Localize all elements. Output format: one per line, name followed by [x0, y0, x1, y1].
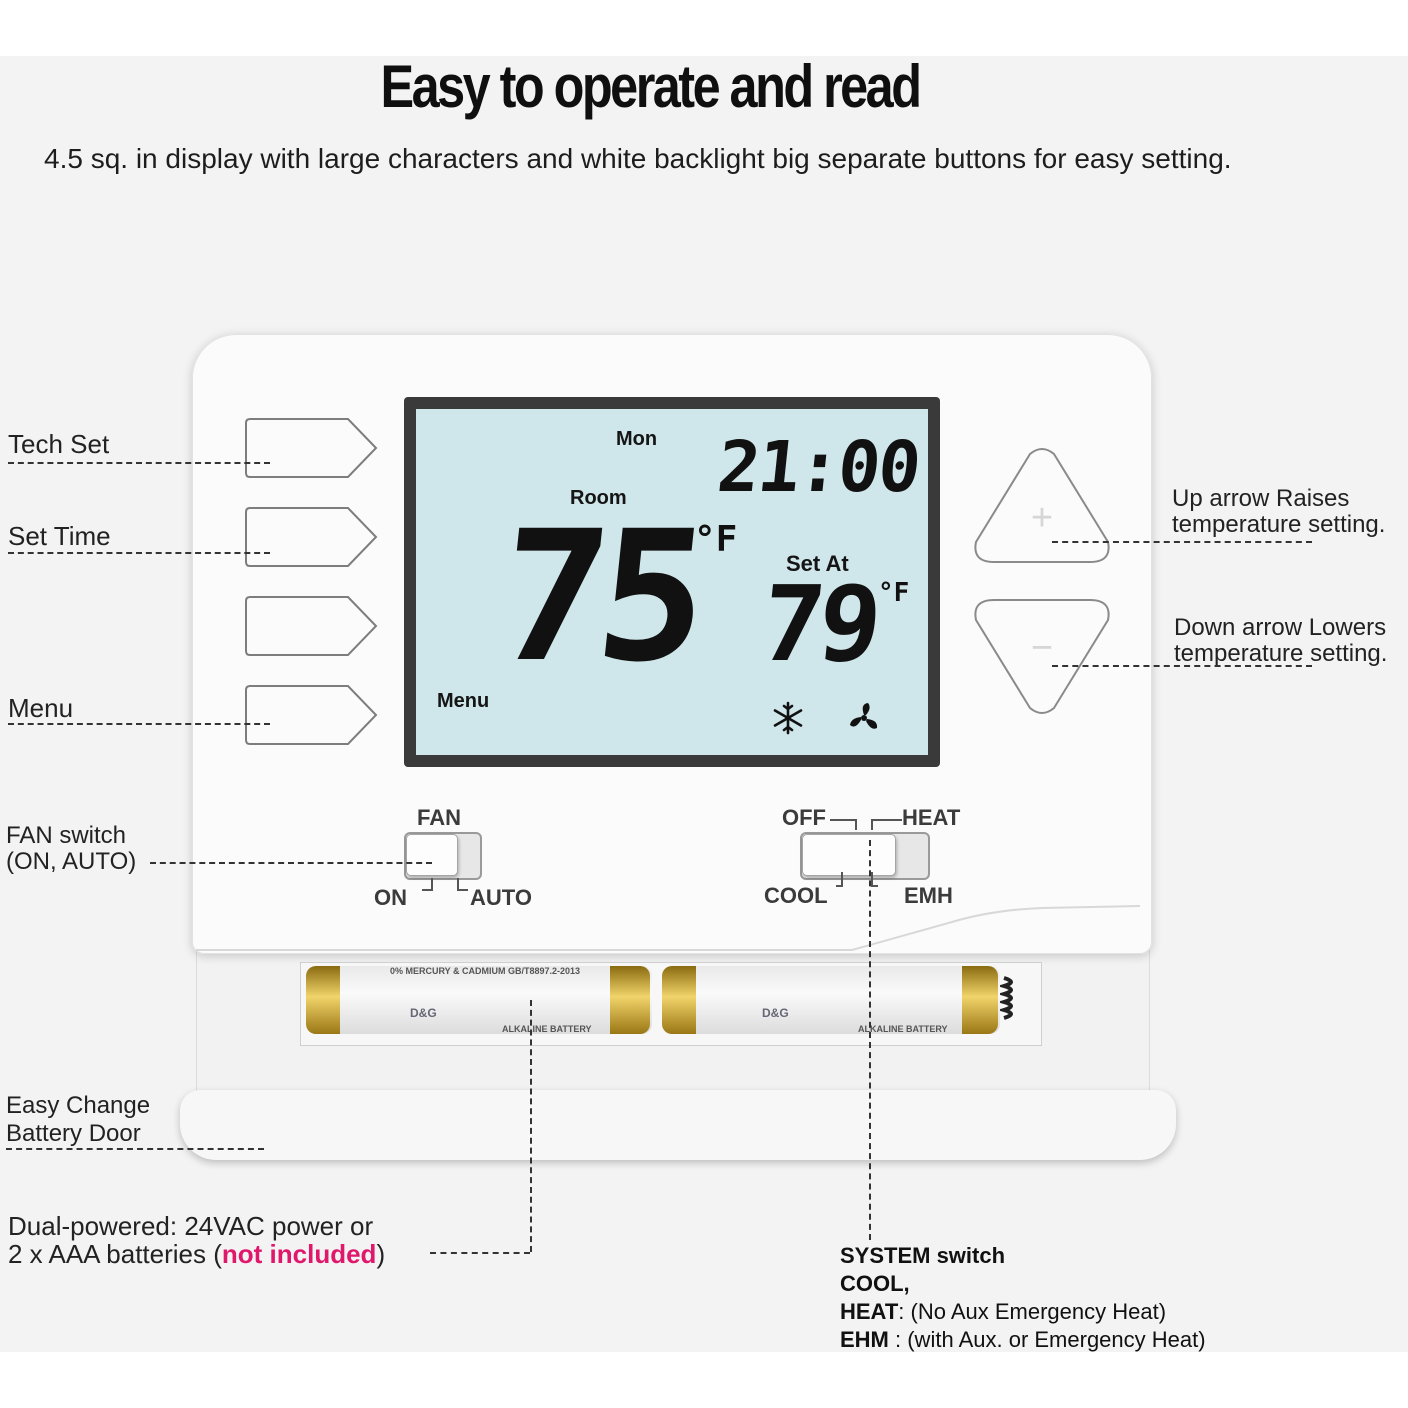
callout-down-1: Down arrow Lowers: [1174, 614, 1387, 641]
lcd-set-unit: °F: [878, 578, 910, 608]
lcd-menu-label: Menu: [437, 690, 490, 712]
callout-tech-set: Tech Set: [8, 429, 110, 459]
lcd-room-temp: 75: [489, 493, 708, 702]
snowflake-icon: [773, 701, 803, 735]
battery-right: D&G ALKALINE BATTERY: [662, 966, 1000, 1034]
callout-set-time: Set Time: [8, 521, 111, 551]
fan-switch-title: FAN: [417, 805, 461, 830]
menu-button[interactable]: [244, 684, 378, 746]
battery-left: 0% MERCURY & CADMIUM GB/T8897.2-2013 D&G…: [306, 966, 652, 1034]
minus-icon: −: [1031, 627, 1053, 669]
callout-battery-door-1: Easy Change: [6, 1092, 151, 1119]
system-switch-emh-label: EMH: [904, 883, 953, 908]
callout-down-2: temperature setting.: [1174, 640, 1388, 667]
system-switch-heat-label: HEAT: [902, 805, 961, 830]
callout-system-title: SYSTEM switch: [840, 1243, 1006, 1268]
lcd-room-unit: °F: [694, 519, 738, 560]
lcd-screen: [416, 409, 928, 755]
callout-line-battery-door: [6, 1148, 264, 1150]
callout-line-menu: [8, 723, 270, 725]
fan-switch-auto-label: AUTO: [470, 885, 532, 910]
callout-system-emh: EHM : (with Aux. or Emergency Heat): [840, 1327, 1206, 1352]
body-seam: [196, 905, 1141, 951]
callout-fan-switch-1: FAN switch: [6, 822, 127, 849]
fan-switch-on-label: ON: [374, 885, 407, 910]
lcd-day: Mon: [616, 428, 658, 450]
plus-icon: +: [1031, 497, 1053, 539]
callout-line-power-h: [430, 1252, 530, 1254]
callout-line-fan-switch: [150, 862, 432, 864]
callout-line-tech-set: [8, 462, 270, 464]
tech-set-button[interactable]: [244, 417, 378, 479]
lcd-room-label: Room: [570, 487, 627, 509]
battery-spring: [1000, 976, 1013, 1020]
lcd-time: 21:00: [713, 426, 924, 508]
battery-door[interactable]: [180, 1090, 1176, 1160]
set-time-button[interactable]: [244, 506, 378, 568]
down-arrow-button[interactable]: −: [972, 598, 1112, 716]
callout-system-cool: COOL,: [840, 1271, 910, 1296]
callout-power-2: 2 x AAA batteries (not included): [8, 1239, 386, 1269]
lcd-set-label: Set At: [786, 551, 849, 576]
callout-line-up: [1052, 541, 1312, 543]
callout-line-down: [1052, 665, 1312, 667]
up-arrow-button[interactable]: +: [972, 446, 1112, 564]
fan-switch-ticks: [422, 878, 468, 891]
callout-up-2: temperature setting.: [1172, 511, 1386, 538]
unlabeled-side-button[interactable]: [244, 595, 378, 657]
callout-system-heat: HEAT: (No Aux Emergency Heat): [840, 1299, 1167, 1324]
lcd-set-temp: 79: [755, 563, 882, 685]
system-switch-off-label: OFF: [782, 805, 826, 830]
fan-switch-knob[interactable]: [406, 834, 458, 876]
callout-fan-switch-2: (ON, AUTO): [6, 848, 137, 875]
callout-line-system: [869, 840, 871, 1240]
callout-menu: Menu: [8, 693, 74, 723]
subheadline: 4.5 sq. in display with large characters…: [44, 143, 1232, 174]
fan-icon: [850, 703, 878, 729]
callout-battery-door-2: Battery Door: [6, 1120, 141, 1147]
not-included-highlight: not included: [221, 1239, 377, 1269]
system-switch-cool-label: COOL: [764, 883, 828, 908]
callout-line-set-time: [8, 552, 270, 554]
system-switch-knob[interactable]: [802, 834, 896, 876]
callout-power-1: Dual-powered: 24VAC power or: [8, 1211, 374, 1241]
headline: Easy to operate and read: [380, 53, 922, 120]
callout-line-power-v: [530, 1000, 532, 1252]
system-switch-ticks: [830, 819, 902, 887]
callout-up-1: Up arrow Raises: [1172, 485, 1350, 512]
